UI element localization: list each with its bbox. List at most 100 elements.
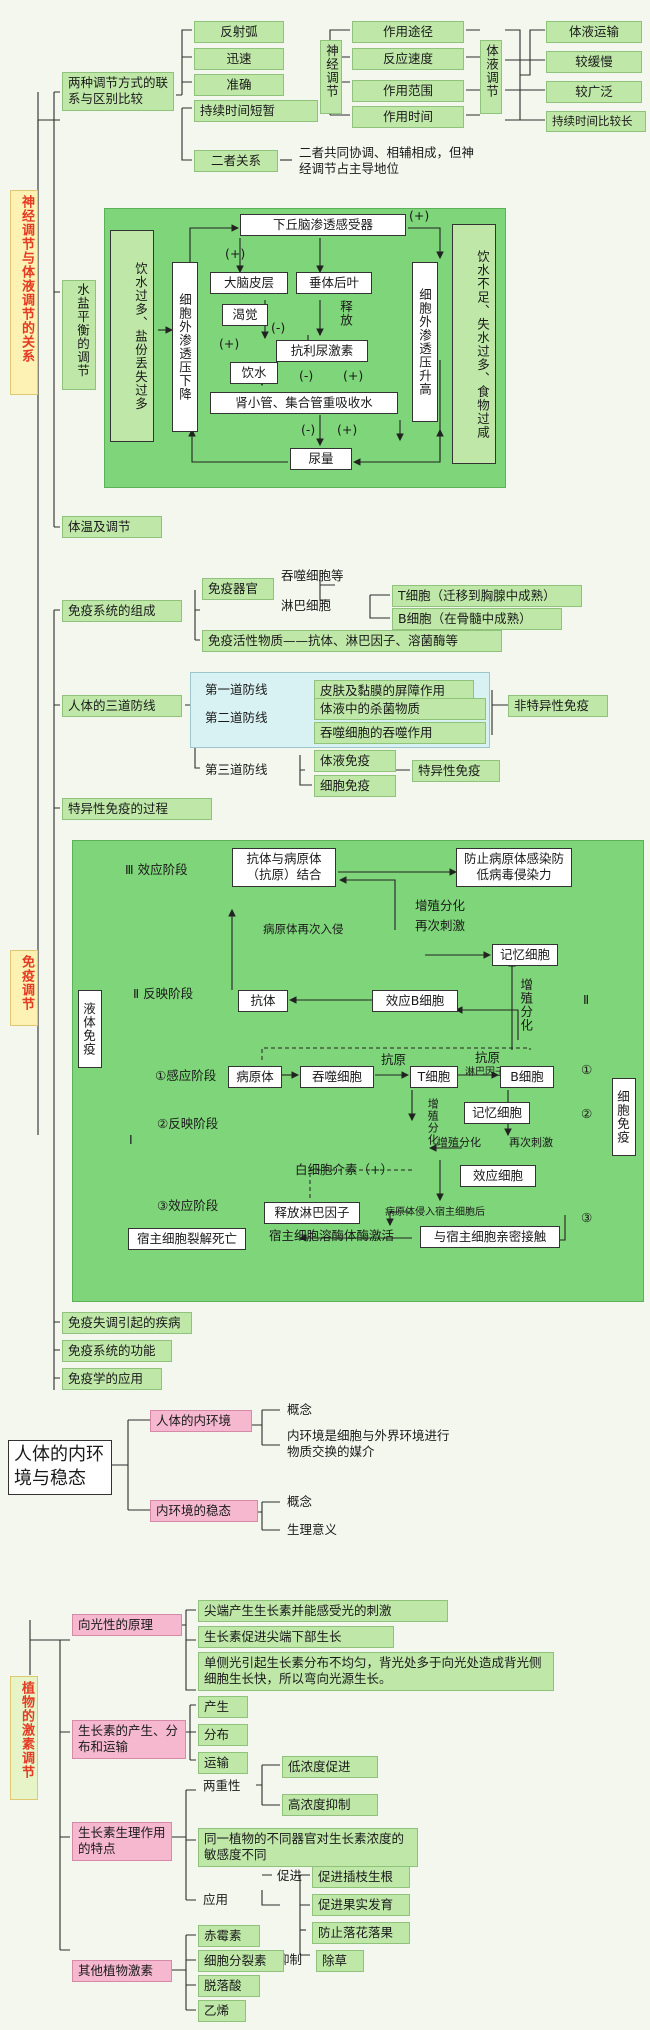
internal-env-b1-item-1: 概念 xyxy=(287,1402,313,1417)
circle-2: ② xyxy=(581,1106,593,1121)
water-salt-label: 水盐平衡的调节 xyxy=(62,280,96,390)
adh-hormone: 抗利尿激素 xyxy=(276,340,368,363)
sign-p4: (+) xyxy=(337,422,358,437)
compare-item-3: 准确 xyxy=(194,74,284,97)
plasma-cell: 效应B细胞 xyxy=(372,990,458,1013)
auxin-title: 生长素的产生、分布和运输 xyxy=(72,1720,186,1759)
auxin-item-2: 分布 xyxy=(198,1724,248,1747)
photo-item-1: 尖端产生生长素并能感受光的刺激 xyxy=(198,1600,448,1623)
phototropism-title: 向光性的原理 xyxy=(72,1614,182,1637)
reinvade: 病原体再次入侵 xyxy=(263,922,344,936)
hypothalamus-receptor: 下丘脑渗透感受器 xyxy=(240,214,406,237)
aspect-2: 反应速度 xyxy=(352,48,464,71)
sign-p1: (+) xyxy=(225,246,246,261)
line-1: 第一道防线 xyxy=(205,682,268,697)
immune-application: 免疫学的应用 xyxy=(62,1368,162,1391)
application: 应用 xyxy=(203,1892,229,1907)
specific-process-title: 特异性免疫的过程 xyxy=(62,798,212,821)
prolif-1: 增殖分化 xyxy=(415,898,466,913)
interleukin: 白细胞介素（+） xyxy=(295,1162,393,1177)
duality-item-1: 低浓度促进 xyxy=(282,1756,378,1779)
relation-label: 二者关系 xyxy=(194,150,278,173)
circle-1: ① xyxy=(581,1062,593,1077)
invade-host: 病原体侵入宿主细胞后 xyxy=(385,1207,485,1218)
internal-env-title: 人体的内环境与稳态 xyxy=(8,1440,112,1495)
b-cell: B细胞 xyxy=(500,1066,554,1089)
immunity-category: 免疫调节 xyxy=(10,950,38,1026)
active-substances: 免疫活性物质——抗体、淋巴因子、溶菌酶等 xyxy=(202,630,502,653)
water-left-cause: 饮水过多、盐份丢失过多 xyxy=(110,230,154,442)
nerve-humoral-category: 神经调节与体液调节的关系 xyxy=(10,190,38,395)
cell-immunity-v: 细胞免疫 xyxy=(612,1078,636,1156)
water-right-cause: 饮水不足、失水过多、食物过咸 xyxy=(452,224,496,464)
feature-title: 生长素生理作用的特点 xyxy=(72,1822,172,1861)
humoral-item-2: 较缓慢 xyxy=(546,51,642,74)
humoral-item-4: 持续时间比较长 xyxy=(546,111,646,132)
other-item-4: 乙烯 xyxy=(198,2000,246,2023)
antibody-antigen-binding: 抗体与病原体（抗原）结合 xyxy=(232,848,336,887)
restim-1: 再次刺激 xyxy=(415,918,466,933)
line-3: 第三道防线 xyxy=(205,762,268,777)
circle-3: ③ xyxy=(581,1210,593,1225)
restim-2: 再次刺激 xyxy=(509,1136,553,1149)
thirst: 渴觉 xyxy=(222,304,268,327)
effector-t-cell: 效应细胞 xyxy=(460,1165,536,1188)
stage-s2: ②反映阶段 xyxy=(157,1116,219,1131)
duality: 两重性 xyxy=(203,1778,241,1793)
photo-item-2: 生长素促进尖端下部生长 xyxy=(198,1626,394,1649)
phagocyte-etc: 吞噬细胞等 xyxy=(281,568,344,583)
auxin-item-1: 产生 xyxy=(198,1696,248,1719)
prolif-2: 增殖分化 xyxy=(518,978,534,1032)
plant-hormone-category: 植物的激素调节 xyxy=(10,1676,38,1800)
osm-up: 细胞外渗透压升高 xyxy=(412,262,438,422)
osm-down: 细胞外渗透压下降 xyxy=(172,262,198,432)
promote-item-2: 促进果实发育 xyxy=(312,1894,410,1917)
antibody: 抗体 xyxy=(238,990,288,1013)
posterior-pituitary: 垂体后叶 xyxy=(296,272,372,295)
release-label: 释放 xyxy=(338,300,353,327)
drink-water: 饮水 xyxy=(230,362,278,385)
memory-cell-1: 记忆细胞 xyxy=(492,944,558,967)
immune-organ: 免疫器官 xyxy=(202,578,274,601)
internal-env-branch-2: 内环境的稳态 xyxy=(150,1500,258,1523)
humoral-immunity-v: 液体免疫 xyxy=(78,990,102,1068)
t-cell-origin: T细胞（迁移到胸腺中成熟） xyxy=(392,585,582,608)
nonspecific-immunity: 非特异性免疫 xyxy=(508,695,608,718)
compare-item-1: 反射弧 xyxy=(194,21,284,44)
internal-env-branch-1: 人体的内环境 xyxy=(150,1410,252,1433)
stage-s3: ③效应阶段 xyxy=(157,1198,219,1213)
release-lymphokine: 释放淋巴因子 xyxy=(264,1202,360,1225)
duality-item-2: 高浓度抑制 xyxy=(282,1794,378,1817)
other-item-2: 细胞分裂素 xyxy=(198,1950,284,1973)
close-contact: 与宿主细胞亲密接触 xyxy=(420,1226,560,1249)
internal-env-b2-item-1: 概念 xyxy=(287,1494,313,1509)
sign-p2: (+) xyxy=(219,336,240,351)
aspect-4: 作用时间 xyxy=(352,106,464,129)
auxin-item-3: 运输 xyxy=(198,1752,248,1775)
t-cell: T细胞 xyxy=(410,1066,458,1089)
humoral-regulation-label: 体液调节 xyxy=(480,40,502,114)
compare-item-2: 迅速 xyxy=(194,48,284,71)
lymphocyte: 淋巴细胞 xyxy=(281,598,332,613)
other-hormones-title: 其他植物激素 xyxy=(72,1960,172,1983)
urine-volume: 尿量 xyxy=(290,448,352,471)
prevent-infection: 防止病原体感染防低病毒侵染力 xyxy=(456,848,572,887)
internal-env-b2-item-2: 生理意义 xyxy=(287,1522,338,1537)
stage-ii-reflect: Ⅱ 反映阶段 xyxy=(133,986,194,1001)
specific-immunity: 特异性免疫 xyxy=(412,760,500,783)
aspect-1: 作用途径 xyxy=(352,21,464,44)
line-1-desc: 皮肤及黏膜的屏障作用 xyxy=(314,680,474,703)
memory-cell-2: 记忆细胞 xyxy=(464,1102,530,1125)
compare-title: 两种调节方式的联系与区别比较 xyxy=(62,72,174,111)
prolif-3: 增殖分化 xyxy=(426,1098,440,1146)
sign-m3: (-) xyxy=(301,422,316,437)
promote: 促进 xyxy=(277,1868,303,1883)
phagocyte: 吞噬细胞 xyxy=(300,1066,374,1089)
photo-item-3: 单侧光引起生长素分布不均匀，背光处多于向光处造成背光侧细胞生长快，所以弯向光源生… xyxy=(198,1652,554,1691)
relation-text: 二者共同协调、相辅相成，但神经调节占主导地位 xyxy=(299,145,475,177)
promote-item-3: 防止落花落果 xyxy=(312,1922,410,1945)
humoral-item-1: 体液运输 xyxy=(546,21,642,44)
stage-iii-effect: Ⅲ 效应阶段 xyxy=(125,862,188,877)
lymphokine-1: 淋巴因子 xyxy=(465,1067,505,1078)
sign-p3: (+) xyxy=(343,368,364,383)
